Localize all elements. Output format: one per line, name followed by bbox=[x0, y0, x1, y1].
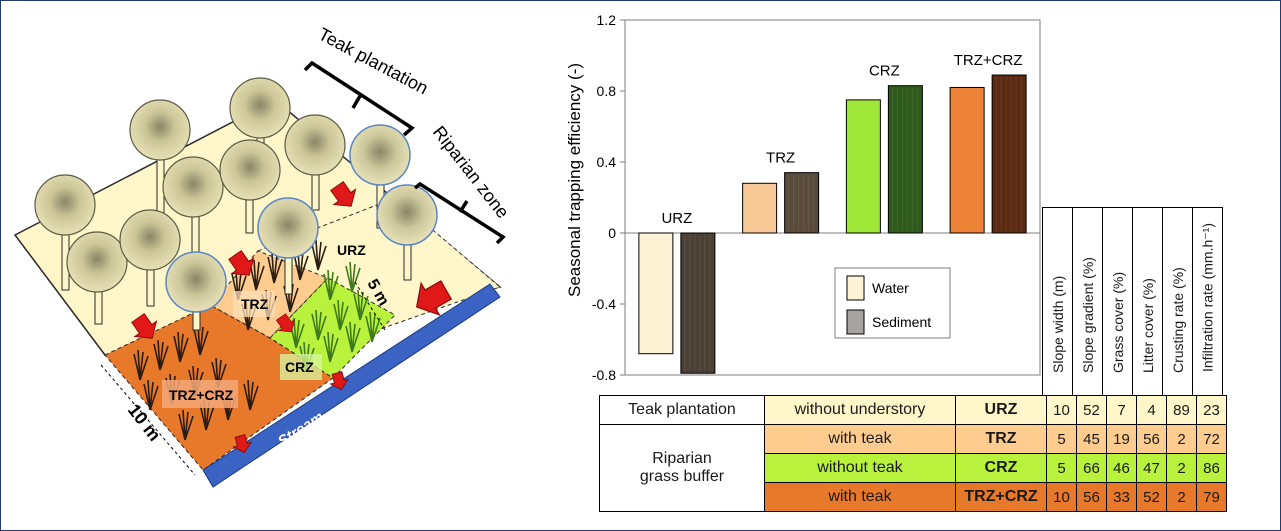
group-riparian-line2: grass buffer bbox=[639, 468, 725, 485]
urz-label: URZ bbox=[337, 242, 366, 258]
bar-water-urz bbox=[638, 232, 674, 355]
riparian-diagram: Stream bbox=[0, 0, 513, 488]
category-label: TRZ+CRZ bbox=[954, 52, 1023, 69]
y-tick-label: 1.2 bbox=[597, 12, 617, 28]
var-slope-gradient: Slope gradient (%) bbox=[1079, 257, 1096, 373]
row-zone: TRZ+CRZ bbox=[955, 482, 1047, 512]
cell-value: 5 bbox=[1046, 453, 1077, 483]
group-teak-plantation: Teak plantation bbox=[599, 395, 765, 425]
var-header-cell: Litter cover (%) bbox=[1132, 207, 1163, 396]
y-tick-label: 0.4 bbox=[597, 154, 617, 170]
cell-value: 2 bbox=[1166, 453, 1197, 483]
var-header-cell: Crusting rate (%) bbox=[1162, 207, 1193, 396]
cell-value: 45 bbox=[1076, 424, 1107, 454]
row-desc: with teak bbox=[764, 482, 956, 512]
var-crusting-rate: Crusting rate (%) bbox=[1169, 267, 1186, 373]
cell-value: 47 bbox=[1136, 453, 1167, 483]
cell-value: 23 bbox=[1196, 395, 1227, 425]
row-desc: without teak bbox=[764, 453, 956, 483]
group-riparian-line1: Riparian bbox=[652, 450, 712, 467]
row-desc: with teak bbox=[764, 424, 956, 454]
table-row: Teak plantation without understory URZ 1… bbox=[599, 395, 1227, 425]
cell-value: 86 bbox=[1196, 453, 1227, 483]
y-tick-label: -0.4 bbox=[592, 296, 616, 312]
ten-m-dimension-line bbox=[100, 364, 196, 476]
riparian-zone-bracket bbox=[413, 181, 506, 245]
var-header-cell: Grass cover (%) bbox=[1102, 207, 1133, 396]
teak-plantation-label: Teak plantation bbox=[315, 24, 431, 99]
bar-sediment-urz bbox=[680, 232, 716, 374]
group-riparian-buffer: Riparian grass buffer bbox=[599, 424, 765, 512]
cell-value: 56 bbox=[1136, 424, 1167, 454]
cell-value: 5 bbox=[1046, 424, 1077, 454]
category-label: CRZ bbox=[869, 63, 900, 80]
y-tick-label: 0 bbox=[608, 225, 616, 241]
bar-water-trz bbox=[742, 182, 778, 234]
cell-value: 10 bbox=[1046, 482, 1077, 512]
cell-value: 72 bbox=[1196, 424, 1227, 454]
bar-water-crz bbox=[845, 99, 881, 234]
y-axis-label: Seasonal trapping efficiency (-) bbox=[565, 63, 584, 297]
var-header-cell: Slope gradient (%) bbox=[1072, 207, 1103, 396]
y-tick-label: -0.8 bbox=[592, 367, 616, 383]
cell-value: 66 bbox=[1076, 453, 1107, 483]
row-desc: without understory bbox=[764, 395, 956, 425]
cell-value: 4 bbox=[1136, 395, 1167, 425]
var-slope-width: Slope width (m) bbox=[1049, 275, 1066, 373]
trzcrz-label-bg bbox=[162, 380, 238, 408]
bar-group bbox=[638, 74, 1027, 374]
var-grass-cover: Grass cover (%) bbox=[1109, 271, 1126, 373]
category-label: URZ bbox=[661, 210, 692, 227]
bar-sediment-crz bbox=[887, 85, 923, 234]
cell-value: 19 bbox=[1106, 424, 1137, 454]
var-header-cell: Slope width (m) bbox=[1042, 207, 1073, 396]
legend-sediment-swatch bbox=[846, 309, 865, 335]
trz-label-bg bbox=[233, 291, 275, 317]
y-axis-ticks: 1.2 0.8 0.4 0 -0.4 -0.8 bbox=[592, 12, 625, 383]
stream bbox=[202, 283, 501, 488]
y-tick-label: 0.8 bbox=[597, 83, 617, 99]
cell-value: 56 bbox=[1076, 482, 1107, 512]
var-header-cell: Infiltration rate (mm.h⁻¹) bbox=[1192, 207, 1223, 396]
bar-water-trzcrz bbox=[949, 86, 985, 234]
cell-value: 2 bbox=[1166, 424, 1197, 454]
bar-sediment-trzcrz bbox=[991, 74, 1027, 234]
trzcrz-label: TRZ+CRZ bbox=[169, 387, 234, 403]
var-litter-cover: Litter cover (%) bbox=[1139, 278, 1156, 373]
var-infiltration-rate: Infiltration rate (mm.h⁻¹) bbox=[1199, 223, 1215, 372]
legend-water-swatch bbox=[846, 275, 865, 301]
cell-value: 89 bbox=[1166, 395, 1197, 425]
cell-value: 33 bbox=[1106, 482, 1137, 512]
crz-label: CRZ bbox=[285, 359, 314, 375]
cell-value: 7 bbox=[1106, 395, 1137, 425]
table-row: Riparian grass buffer with teak TRZ 5 45… bbox=[599, 424, 1227, 512]
cell-value: 79 bbox=[1196, 482, 1227, 512]
trapping-efficiency-chart: 1.2 0.8 0.4 0 -0.4 -0.8 URZ TRZ CRZ TRZ+CRZ Seas… bbox=[565, 12, 1041, 383]
table-row: with teak TRZ+CRZ 10 56 33 52 2 79 bbox=[600, 482, 1227, 512]
legend-sediment-label: Sediment bbox=[872, 314, 931, 330]
runoff-arrow-icon bbox=[131, 180, 453, 454]
cell-value: 52 bbox=[1136, 482, 1167, 512]
legend-water-label: Water bbox=[872, 280, 909, 296]
riparian-zone-label: Riparian zone bbox=[429, 122, 513, 222]
legend: Water Sediment bbox=[834, 267, 951, 339]
row-zone: CRZ bbox=[955, 453, 1047, 483]
category-labels: URZ TRZ CRZ TRZ+CRZ bbox=[661, 52, 1022, 227]
cell-value: 2 bbox=[1166, 482, 1197, 512]
row-zone: URZ bbox=[955, 395, 1047, 425]
tree-icon bbox=[34, 77, 438, 331]
bar-sediment-trz bbox=[784, 172, 820, 234]
teak-plantation-bracket bbox=[303, 60, 415, 137]
site-characteristics-table: Teak plantation without understory URZ 1… bbox=[599, 395, 1227, 512]
cell-value: 46 bbox=[1106, 453, 1137, 483]
trz-label: TRZ bbox=[241, 296, 269, 312]
category-label: TRZ bbox=[766, 150, 795, 167]
cell-value: 52 bbox=[1076, 395, 1107, 425]
row-zone: TRZ bbox=[955, 424, 1047, 454]
variable-header-table: Slope width (m) Slope gradient (%) Grass… bbox=[1042, 207, 1223, 396]
crz-label-bg bbox=[280, 354, 322, 380]
table-row: without teak CRZ 5 66 46 47 2 86 bbox=[600, 453, 1227, 483]
cell-value: 10 bbox=[1046, 395, 1077, 425]
